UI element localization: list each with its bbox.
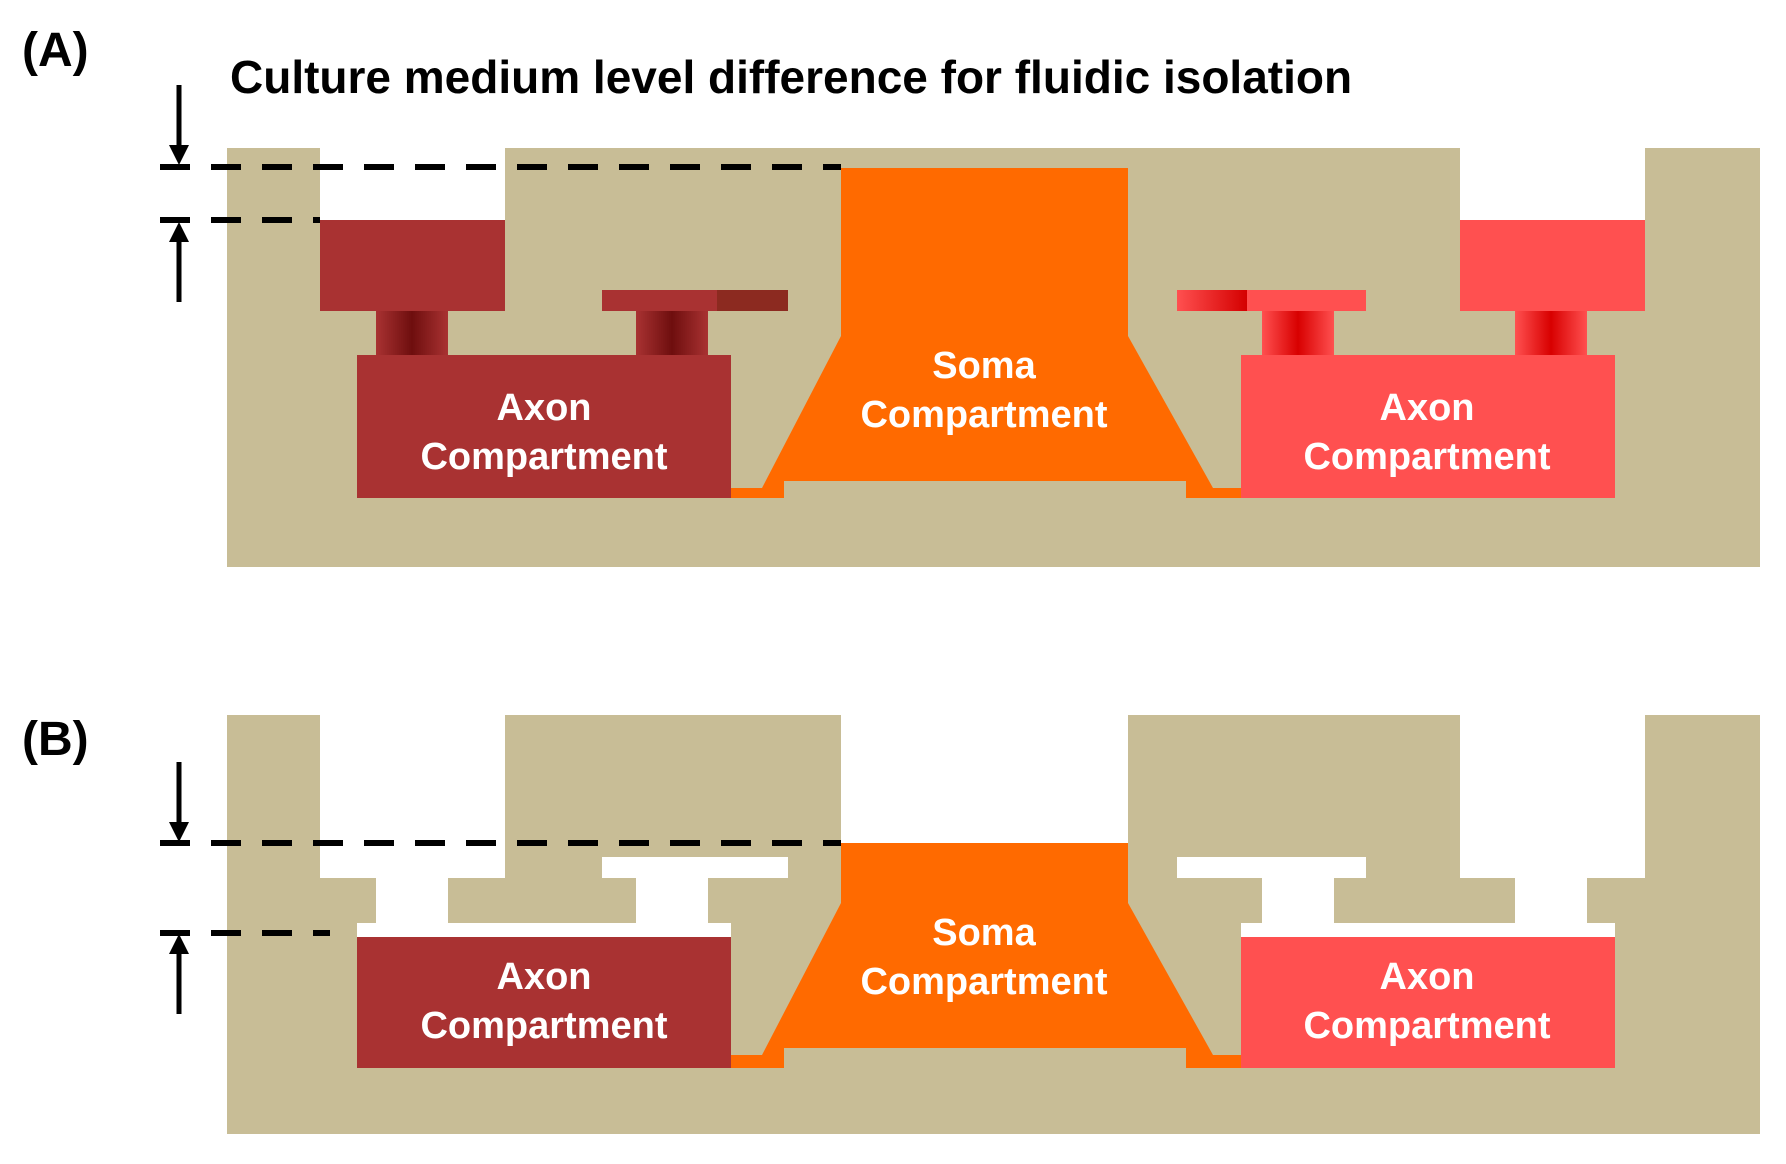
right-well-neck-2 bbox=[1515, 878, 1587, 923]
left-well-neck-2 bbox=[636, 311, 708, 356]
left-reservoir-empty bbox=[320, 148, 505, 220]
right-reservoir-medium bbox=[1460, 220, 1645, 311]
left-axon-compartment bbox=[357, 937, 731, 1068]
panel-b: (B) Axon Compartment Soma Compartment Ax… bbox=[22, 713, 1760, 1134]
left-reservoir-medium bbox=[320, 220, 505, 311]
soma-label-line2: Compartment bbox=[860, 961, 1107, 1003]
right-side-channel bbox=[1247, 290, 1366, 311]
right-well-neck-1 bbox=[1262, 311, 1334, 356]
left-side-channel bbox=[602, 857, 788, 878]
right-axon-label-line1: Axon bbox=[1380, 387, 1475, 429]
soma-top-edge bbox=[841, 148, 1128, 168]
soma-label-line1: Soma bbox=[932, 345, 1036, 387]
panel-a-title: Culture medium level difference for flui… bbox=[230, 51, 1352, 103]
right-axon-compartment bbox=[1241, 937, 1615, 1068]
panel-a: (A) Culture medium level difference for … bbox=[22, 24, 1760, 567]
right-side-channel bbox=[1177, 857, 1366, 878]
soma-label-line2: Compartment bbox=[860, 394, 1107, 436]
left-compartment-headspace bbox=[357, 923, 731, 937]
right-axon-label-line1: Axon bbox=[1380, 956, 1475, 998]
soma-reservoir-empty bbox=[841, 715, 1128, 843]
right-well-neck-1 bbox=[1262, 878, 1334, 923]
left-channel-gap bbox=[717, 290, 788, 311]
left-axon-label-line2: Compartment bbox=[420, 436, 667, 478]
right-reservoir-empty bbox=[1460, 715, 1645, 878]
left-axon-label-line2: Compartment bbox=[420, 1005, 667, 1047]
right-axon-label-line2: Compartment bbox=[1303, 436, 1550, 478]
soma-compartment bbox=[731, 843, 1242, 1068]
left-reservoir-empty bbox=[320, 715, 505, 878]
right-channel-gap bbox=[1177, 290, 1247, 311]
soma-compartment bbox=[731, 168, 1242, 498]
panel-a-label: (A) bbox=[22, 24, 89, 77]
right-axon-label-line2: Compartment bbox=[1303, 1005, 1550, 1047]
right-compartment-headspace bbox=[1241, 923, 1615, 937]
right-well-neck-2 bbox=[1515, 311, 1587, 356]
left-axon-label-line1: Axon bbox=[497, 387, 592, 429]
soma-label-line1: Soma bbox=[932, 912, 1036, 954]
right-reservoir-empty bbox=[1460, 148, 1645, 220]
left-axon-label-line1: Axon bbox=[497, 956, 592, 998]
left-well-neck-1 bbox=[376, 311, 448, 356]
right-axon-compartment bbox=[1241, 355, 1615, 498]
panel-b-label: (B) bbox=[22, 713, 89, 766]
left-well-neck-1 bbox=[376, 878, 448, 923]
left-axon-compartment bbox=[357, 355, 731, 498]
left-well-neck-2 bbox=[636, 878, 708, 923]
